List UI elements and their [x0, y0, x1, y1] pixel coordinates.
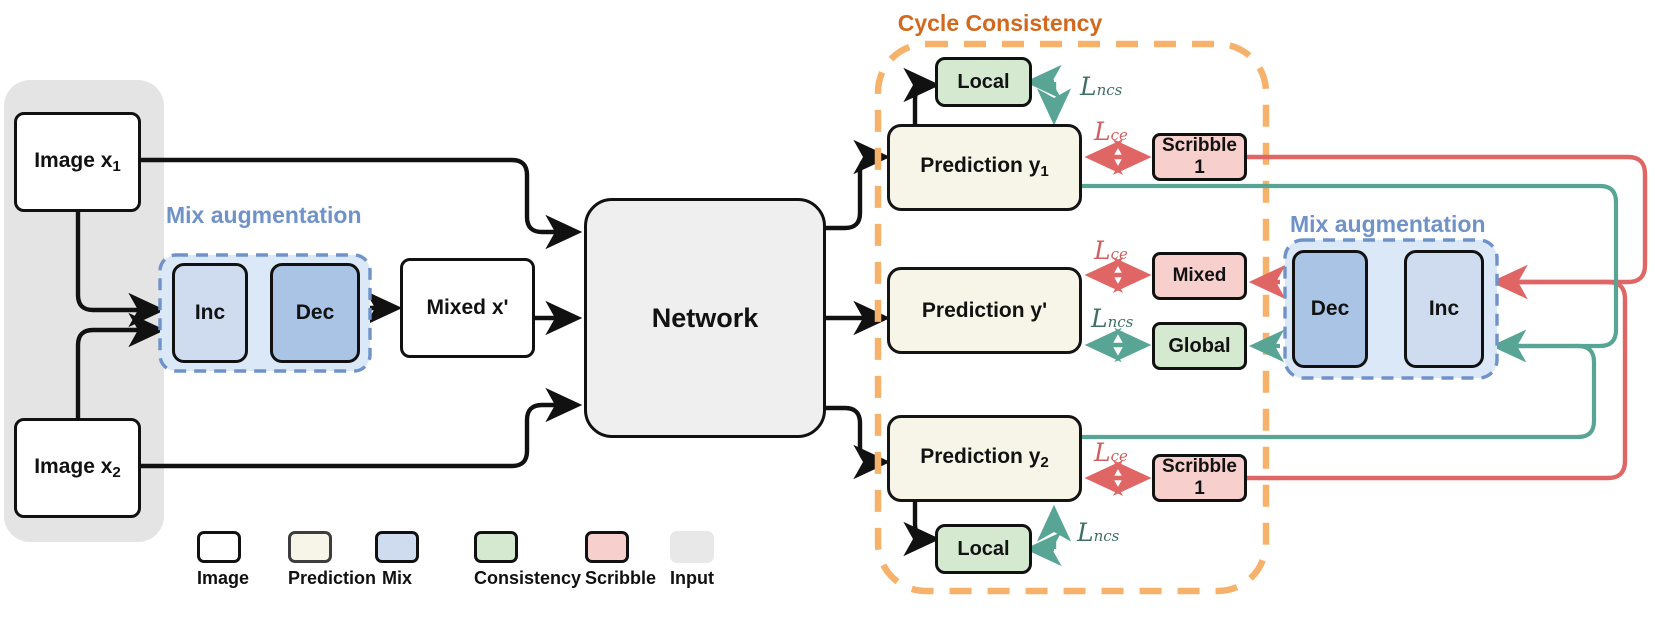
node-global[interactable]: Global: [1152, 322, 1247, 370]
loss-label-ncs-top: Lncs: [1080, 72, 1123, 101]
legend-swatch-mix: [375, 531, 419, 563]
node-image-x1-label: Image x1: [34, 148, 121, 176]
node-scribble-top[interactable]: Scribble 1: [1152, 133, 1247, 181]
legend-swatch-prediction: [288, 531, 332, 563]
edge-pred1-to-inc-teal: [1081, 183, 1619, 363]
node-prediction-y2-label: Prediction y2: [920, 445, 1049, 472]
legend-swatch-input: [670, 531, 714, 563]
edge-image1-to-network: [141, 157, 583, 250]
node-network[interactable]: Network: [584, 198, 826, 438]
mix-augmentation-label-left: Mix augmentation: [166, 202, 362, 228]
edge-scribble-top-to-inc: [1246, 154, 1648, 300]
legend-label-scribble: Scribble: [585, 568, 657, 588]
legend-swatch-scribble: [585, 531, 629, 563]
legend-label-input: Input: [670, 568, 714, 588]
node-local-bottom[interactable]: Local: [935, 524, 1032, 574]
edge-network-to-pred2: [826, 405, 891, 480]
node-local-top[interactable]: Local: [935, 57, 1032, 107]
node-dec-left[interactable]: Dec: [270, 263, 360, 363]
node-scribble-bottom[interactable]: Scribble 1: [1152, 454, 1247, 502]
node-inc-left[interactable]: Inc: [172, 263, 248, 363]
node-prediction-y2[interactable]: Prediction y2: [887, 415, 1082, 502]
mix-augmentation-label-right: Mix augmentation: [1290, 211, 1486, 237]
node-prediction-y1-label: Prediction y1: [920, 154, 1049, 181]
legend-label-consistency: Consistency: [474, 568, 582, 588]
cycle-consistency-boundary: [874, 40, 1270, 595]
edge-image2-to-inc: [75, 312, 166, 430]
loss-label-ncs-bot: Lncs: [1077, 518, 1120, 547]
node-dec-right[interactable]: Dec: [1292, 250, 1368, 368]
node-inc-right[interactable]: Inc: [1404, 250, 1484, 368]
edge-pred1-to-local-top: [903, 67, 941, 128]
loss-label-ce-top: Lce: [1094, 117, 1128, 146]
edge-network-to-pred1: [826, 139, 891, 231]
node-prediction-y1[interactable]: Prediction y1: [887, 124, 1082, 211]
node-image-x2[interactable]: Image x2: [14, 418, 141, 518]
legend-swatch-image: [197, 531, 241, 563]
edge-image2-to-network: [141, 387, 583, 469]
edge-pred2-to-inc-teal: [1081, 329, 1597, 440]
legend-label-mix: Mix: [381, 568, 412, 588]
loss-label-ce-mid: Lce: [1094, 236, 1128, 265]
legend-label-prediction: Prediction: [288, 568, 377, 588]
node-image-x2-label: Image x2: [34, 454, 121, 482]
loss-label-ce-bot: Lce: [1094, 438, 1128, 467]
node-mixed-target[interactable]: Mixed: [1152, 252, 1247, 300]
cycle-consistency-label: Cycle Consistency: [897, 10, 1103, 36]
edge-image1-to-inc: [75, 212, 166, 328]
edge-pred2-to-local-bottom: [903, 492, 941, 557]
node-image-x1[interactable]: Image x1: [14, 112, 141, 212]
node-mixed-x[interactable]: Mixed x': [400, 258, 535, 358]
node-prediction-yp[interactable]: Prediction y': [887, 267, 1082, 354]
legend-swatch-consistency: [474, 531, 518, 563]
legend-label-image: Image: [197, 568, 250, 588]
loss-label-ncs-mid: Lncs: [1091, 304, 1134, 333]
